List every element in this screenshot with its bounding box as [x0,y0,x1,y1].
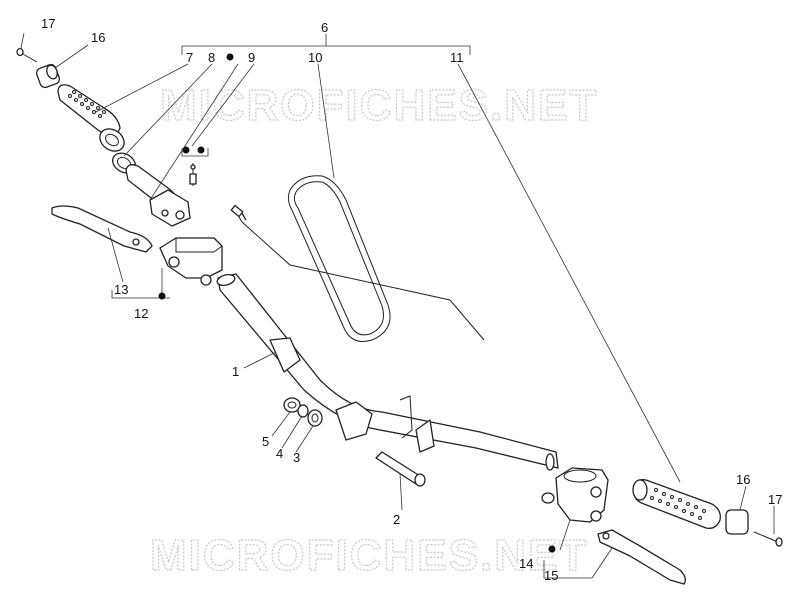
callout-5: 5 [262,434,269,449]
bullet-14 [548,545,556,553]
callout-6: 6 [321,20,328,35]
callout-8: 8 [208,50,215,65]
part-15-lever-right [597,529,686,585]
callout-16-left: 16 [91,30,105,45]
part-2-bolt [375,451,426,487]
callout-11: 11 [450,50,464,65]
part-17-screw-left [16,47,38,63]
part-13-lever-left [51,205,153,253]
bullet-screw-b [197,146,205,154]
part-4-washer [297,404,309,418]
callout-7: 7 [186,50,193,65]
bullet-9 [226,53,234,61]
callout-16-right: 16 [736,472,750,487]
callout-4: 4 [276,446,283,461]
part-10-cable-loop [287,175,391,342]
callout-12: 12 [134,306,148,321]
callout-17-left: 17 [41,16,55,31]
part-12-master-cylinder-left [159,237,223,286]
callout-1: 1 [232,364,239,379]
part-throttle-cable [230,204,485,341]
part-9-throttle-tube [125,164,191,227]
part-5-nut [283,397,301,413]
callout-10: 10 [308,50,322,65]
part-1-handlebar [216,273,559,471]
watermark-bottom: MICROFICHES.NET [150,531,588,580]
callout-17-right: 17 [768,492,782,507]
callout-13: 13 [114,282,128,297]
callout-9: 9 [248,50,255,65]
callout-15: 15 [544,568,558,583]
part-7-grip-left [57,84,125,152]
part-17-screw-right [753,531,783,547]
watermark-top: MICROFICHES.NET [160,81,598,130]
callout-14: 14 [519,556,533,571]
bullet-screw-a [182,146,190,154]
part-throttle-screws [189,163,197,186]
part-14-master-cylinder-right [541,467,609,523]
part-11-grip-right [632,479,721,529]
callout-3: 3 [293,450,300,465]
callout-2: 2 [393,512,400,527]
part-3-washer [307,409,323,427]
leader-lines [20,32,775,579]
part-16-bar-end-left [35,63,61,89]
part-16-bar-end-right [725,509,749,535]
bullet-12 [158,292,166,300]
